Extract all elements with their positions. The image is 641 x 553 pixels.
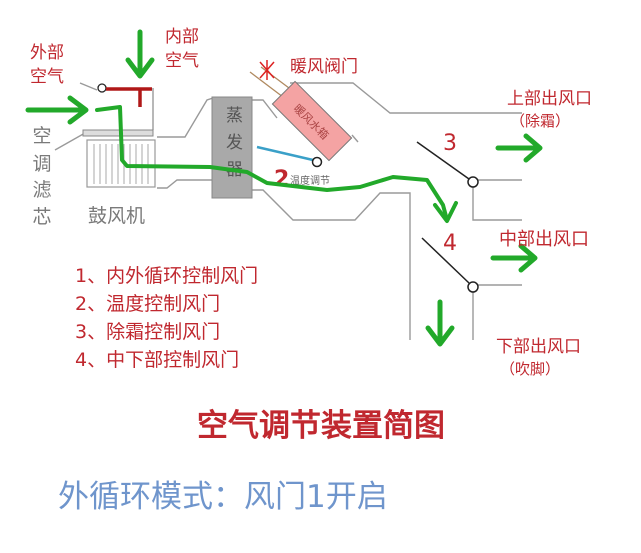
inside-air-arrow-icon	[125, 29, 155, 79]
door3-number: 3	[443, 131, 457, 156]
outside-air-arrow-icon	[25, 95, 89, 125]
legend-item-2: 2、温度控制风门	[75, 293, 220, 315]
diagram-title: 空气调节装置简图	[197, 408, 445, 444]
filter-strip	[82, 129, 154, 137]
airflow-path	[95, 105, 449, 222]
upper-outlet-note: （除霜）	[510, 112, 570, 130]
legend-item-4: 4、中下部控制风门	[75, 349, 239, 371]
filter-label-3: 滤	[32, 179, 51, 201]
airflow-arrows	[25, 29, 543, 347]
heater-core: 暖风水箱	[271, 80, 353, 162]
heater-valve-label: 暖风阀门	[290, 57, 358, 77]
upper-outlet-arrow-icon	[495, 133, 543, 163]
heater-valve-star-icon	[259, 60, 275, 80]
lower-outlet-label: 下部出风口	[496, 337, 581, 357]
door4-number: 4	[443, 231, 457, 256]
defrost-door	[416, 141, 470, 180]
inside-air-label-2: 空气	[165, 51, 199, 71]
legend-item-1: 1、内外循环控制风门	[75, 265, 258, 287]
middle-outlet-label: 中部出风口	[499, 229, 589, 250]
evaporator	[211, 96, 253, 199]
door4-pivot	[467, 281, 479, 293]
duct-outline	[54, 82, 522, 340]
airflow-path-arrowhead-icon	[433, 201, 458, 223]
legend-item-3: 3、除霜控制风门	[75, 321, 220, 343]
lower-outlet-note: （吹脚）	[500, 360, 560, 378]
middle-outlet-arrow-icon	[490, 243, 538, 273]
filter-label-2: 调	[32, 153, 51, 175]
blower-icon	[86, 139, 156, 188]
filter-label-4: 芯	[32, 206, 51, 228]
temperature-door	[256, 145, 314, 162]
evaporator-label: 蒸发器	[222, 106, 243, 187]
upper-outlet-label: 上部出风口	[507, 89, 592, 109]
temp-adjust-label: 温度调节	[290, 174, 330, 187]
door1-pivot	[97, 83, 107, 93]
outside-air-label-1: 外部	[30, 43, 64, 63]
outside-air-label-2: 空气	[30, 67, 64, 87]
inside-air-label-1: 内部	[165, 27, 199, 47]
filter-label-1: 空	[32, 125, 51, 147]
mode-caption: 外循环模式：风门1开启	[58, 479, 388, 515]
lower-outlet-arrow-icon	[425, 299, 455, 347]
door2-number: 2	[274, 167, 289, 192]
mid-lower-door	[421, 237, 470, 284]
door2-pivot	[311, 156, 323, 168]
recirculation-door	[106, 87, 152, 107]
door3-pivot	[467, 176, 479, 188]
blower-label: 鼓风机	[88, 205, 145, 227]
